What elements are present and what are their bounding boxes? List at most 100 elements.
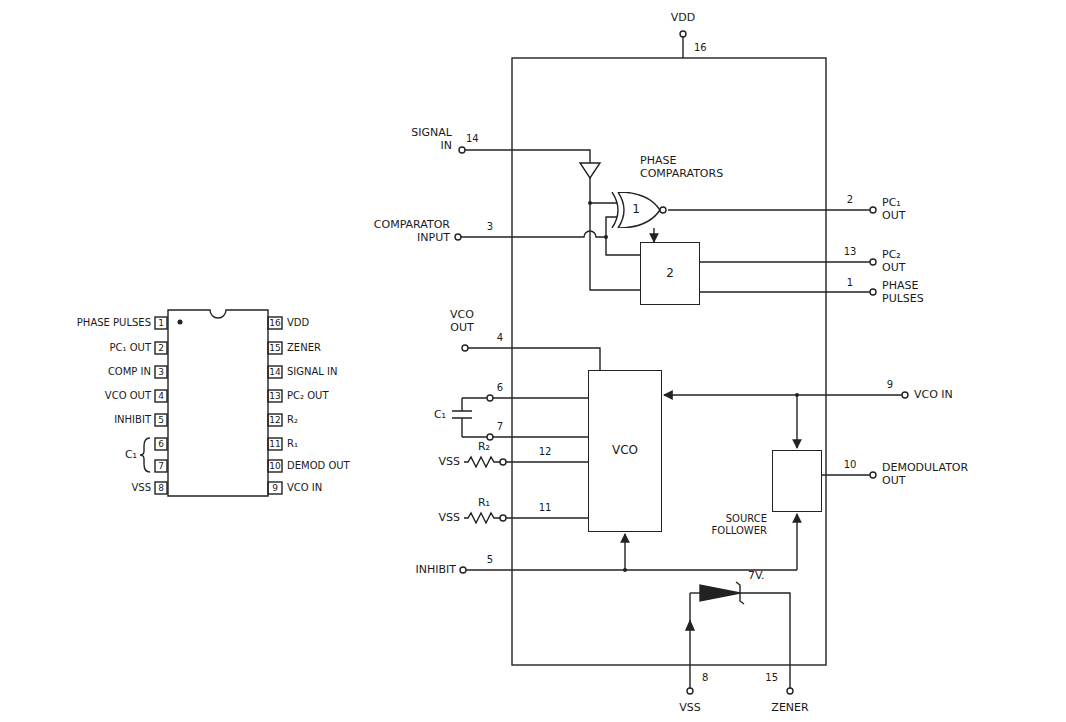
pin-pad xyxy=(268,366,282,378)
pin-number: 3 xyxy=(487,221,493,233)
signal-label: COMPARATOR INPUT xyxy=(370,219,450,244)
wire xyxy=(664,394,902,395)
chip-outline xyxy=(512,58,826,665)
signal-label: VCO IN xyxy=(914,389,953,402)
arrow-symbol xyxy=(686,621,694,630)
signal-label: SIGNAL IN xyxy=(287,366,338,378)
pin-pad xyxy=(268,390,282,402)
terminal xyxy=(902,392,908,398)
terminal xyxy=(870,259,876,265)
terminal xyxy=(500,459,506,465)
signal-label: VCO OUT xyxy=(442,309,482,334)
phase-comparator-box: 2 xyxy=(640,242,700,305)
pin-pad xyxy=(155,390,167,402)
pin-number: 12 xyxy=(539,446,552,458)
terminal xyxy=(870,289,876,295)
pin-number: 14 xyxy=(466,133,479,145)
pin-number: 1 xyxy=(158,318,164,328)
pin-number: 4 xyxy=(158,391,164,401)
terminal xyxy=(687,688,693,694)
signal-label: DEMODULATOR OUT xyxy=(882,462,977,487)
pin-number: 11 xyxy=(269,439,280,449)
pin-number: 14 xyxy=(269,367,280,377)
signal-label: R₂ xyxy=(287,414,298,426)
signal-label: PC₁ OUT xyxy=(882,197,922,222)
signal-label: PHASE PULSES xyxy=(882,280,932,305)
pin-pad xyxy=(155,366,167,378)
pin-number: 13 xyxy=(844,246,857,258)
pin-pad xyxy=(268,342,282,354)
wire xyxy=(461,217,640,255)
pin-number: 2 xyxy=(847,194,853,206)
signal-label: PHASE COMPARATORS xyxy=(640,155,732,180)
pin-number: 16 xyxy=(694,42,707,54)
pin-number: 2 xyxy=(158,343,164,353)
pin-number: 3 xyxy=(158,367,164,377)
pin-number: 12 xyxy=(269,415,280,425)
vco-box: VCO xyxy=(588,370,662,532)
junction-dot xyxy=(623,568,627,572)
connector-arrow xyxy=(653,228,654,242)
wire xyxy=(700,291,870,292)
signal-label: PC₁ OUT xyxy=(110,342,152,354)
wire xyxy=(466,569,797,570)
wire xyxy=(462,398,588,437)
pin-number: 5 xyxy=(487,554,493,566)
wire xyxy=(690,592,700,593)
capacitor-symbol xyxy=(452,398,472,437)
pin-number: 5 xyxy=(158,415,164,425)
pin-pad xyxy=(155,438,167,450)
pin-pad xyxy=(268,414,282,426)
pin-number: 10 xyxy=(269,461,280,471)
pin-pad xyxy=(268,460,282,472)
pin-number: 11 xyxy=(539,502,552,514)
xor-gate: 1 xyxy=(610,192,668,228)
junction-dot xyxy=(795,393,799,397)
signal-label: C₁ xyxy=(125,449,137,462)
wire xyxy=(700,261,870,262)
terminal xyxy=(870,472,876,478)
signal-label: 7V. xyxy=(748,570,765,583)
pin-number: 9 xyxy=(272,483,278,493)
pin-number: 6 xyxy=(497,382,503,394)
pin-number: 15 xyxy=(269,343,280,353)
zener-diode xyxy=(700,585,740,601)
wire xyxy=(682,37,683,58)
box-text: VCO xyxy=(612,444,638,458)
wire xyxy=(822,474,870,475)
wire xyxy=(506,461,588,462)
terminal xyxy=(462,345,468,351)
pin-pad xyxy=(155,317,167,329)
signal-label: VDD xyxy=(287,317,309,329)
wire xyxy=(796,514,797,570)
pin-number: 13 xyxy=(269,391,280,401)
signal-label: VSS xyxy=(131,482,151,494)
pin-number: 9 xyxy=(887,379,893,391)
box-text: SOURCE FOLLOWER xyxy=(695,513,767,536)
terminal xyxy=(487,434,493,440)
junction-dot xyxy=(588,201,592,205)
pin-number: 4 xyxy=(497,332,503,344)
pin-number: 8 xyxy=(702,672,708,684)
dip-package xyxy=(168,310,268,496)
terminal xyxy=(487,395,493,401)
signal-label: COMP IN xyxy=(108,366,151,378)
pin-pad xyxy=(155,342,167,354)
buffer-symbol xyxy=(580,163,600,178)
pin-pad xyxy=(268,438,282,450)
signal-label: SIGNAL IN xyxy=(400,127,452,152)
terminal xyxy=(459,147,465,153)
terminal xyxy=(460,567,466,573)
inversion-bubble xyxy=(660,207,666,213)
wire xyxy=(740,593,790,688)
pin-number: 1 xyxy=(847,277,853,289)
wire xyxy=(468,348,600,370)
signal-label: R₂ xyxy=(478,441,490,454)
wire xyxy=(668,209,870,210)
pin-number: 7 xyxy=(158,461,164,471)
pin-pad xyxy=(268,317,282,329)
wire xyxy=(796,395,797,448)
source-follower-box: SOURCE FOLLOWER xyxy=(772,450,822,512)
